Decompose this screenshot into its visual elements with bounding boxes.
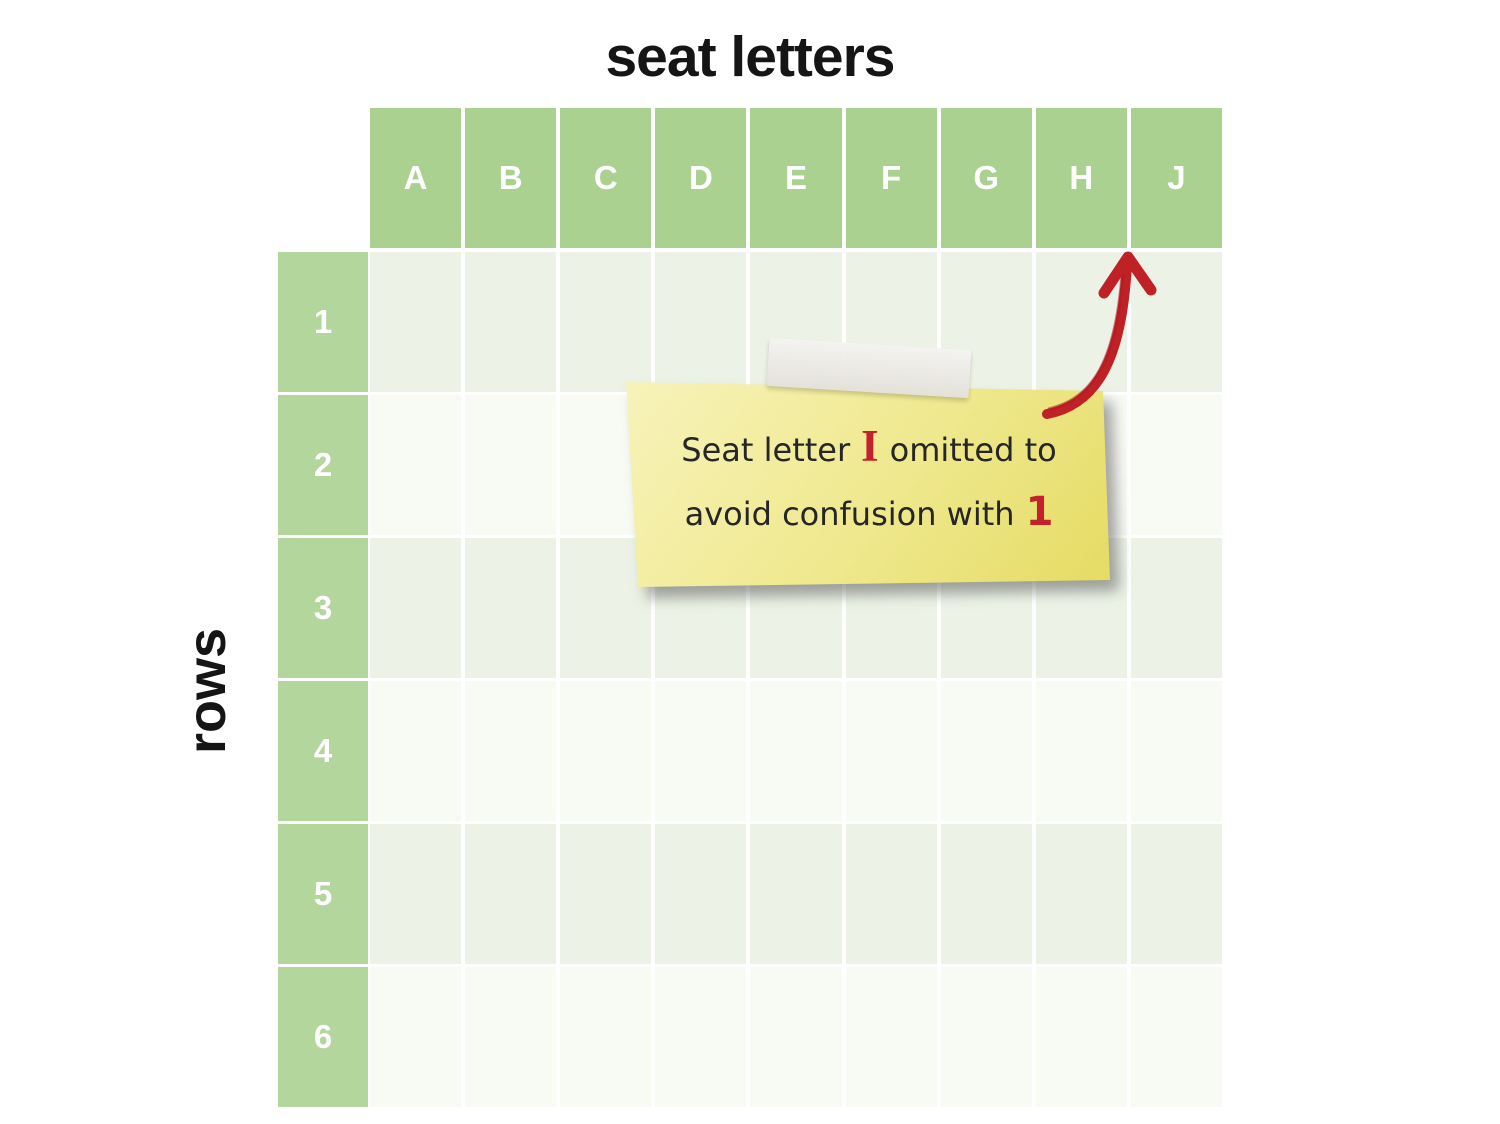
seat-cell-6g — [940, 967, 1032, 1107]
seat-cell-2b — [465, 395, 557, 535]
seat-cell-5e — [750, 824, 842, 964]
seat-letter-header-h: H — [1035, 108, 1127, 248]
seat-cell-3b — [465, 538, 557, 678]
row-number-header-1: 1 — [278, 252, 368, 392]
seat-letter-header-a: A — [370, 108, 462, 248]
seat-cell-4b — [465, 681, 557, 821]
seat-letter-header-j: J — [1130, 108, 1222, 248]
seat-cell-4c — [560, 681, 652, 821]
note-text: avoid confusion with — [684, 495, 1015, 533]
row-number-header-5: 5 — [278, 824, 368, 964]
note-text-line-1: Seat letter I omitted to — [681, 424, 1056, 476]
seat-cell-6e — [750, 967, 842, 1107]
seat-cell-4e — [750, 681, 842, 821]
row-number-header-6: 6 — [278, 967, 368, 1107]
row-number-header-4: 4 — [278, 681, 368, 821]
seat-cell-1b — [465, 252, 557, 392]
seat-cell-3j — [1130, 538, 1222, 678]
seat-cell-1d — [655, 252, 747, 392]
seat-cell-1a — [370, 252, 462, 392]
seat-cell-6j — [1130, 967, 1222, 1107]
seat-cell-5j — [1130, 824, 1222, 964]
seat-cell-5f — [845, 824, 937, 964]
seat-cell-4h — [1035, 681, 1127, 821]
seat-cell-5h — [1035, 824, 1127, 964]
note-red-letter-i: I — [861, 421, 879, 471]
seat-cell-5d — [655, 824, 747, 964]
sticky-note-paper: Seat letter I omitted to avoid confusion… — [626, 382, 1110, 587]
seat-letter-header-e: E — [750, 108, 842, 248]
seat-cell-4j — [1130, 681, 1222, 821]
row-number-header-3: 3 — [278, 538, 368, 678]
row-number-header-2: 2 — [278, 395, 368, 535]
note-text: omitted to — [889, 431, 1057, 469]
seat-cell-5a — [370, 824, 462, 964]
seat-cell-1c — [560, 252, 652, 392]
seat-cell-6c — [560, 967, 652, 1107]
note-text: Seat letter — [681, 431, 851, 469]
seat-letter-header-b: B — [465, 108, 557, 248]
seat-cell-6a — [370, 967, 462, 1107]
seat-cell-5g — [940, 824, 1032, 964]
seat-cell-2a — [370, 395, 462, 535]
seat-cell-4g — [940, 681, 1032, 821]
seat-cell-4a — [370, 681, 462, 821]
seat-letter-header-g: G — [940, 108, 1032, 248]
seat-cell-3c — [560, 538, 652, 678]
seat-cell-1j — [1130, 252, 1222, 392]
seat-cell-4f — [845, 681, 937, 821]
seat-cell-5b — [465, 824, 557, 964]
seat-letter-header-d: D — [655, 108, 747, 248]
seat-cell-6f — [845, 967, 937, 1107]
sticky-note: Seat letter I omitted to avoid confusion… — [626, 380, 1112, 588]
seat-letter-header-c: C — [560, 108, 652, 248]
seat-cell-1h — [1035, 252, 1127, 392]
note-red-digit-1: 1 — [1025, 489, 1054, 535]
seat-cell-3a — [370, 538, 462, 678]
rows-axis-label: rows — [177, 627, 237, 755]
seat-cell-6d — [655, 967, 747, 1107]
seat-cell-5c — [560, 824, 652, 964]
seat-cell-6h — [1035, 967, 1127, 1107]
seat-cell-4d — [655, 681, 747, 821]
note-text-line-2: avoid confusion with 1 — [685, 492, 1054, 544]
seat-cell-6b — [465, 967, 557, 1107]
seat-cell-2j — [1130, 395, 1222, 535]
page-title: seat letters — [605, 25, 895, 89]
seat-letter-header-f: F — [845, 108, 937, 248]
